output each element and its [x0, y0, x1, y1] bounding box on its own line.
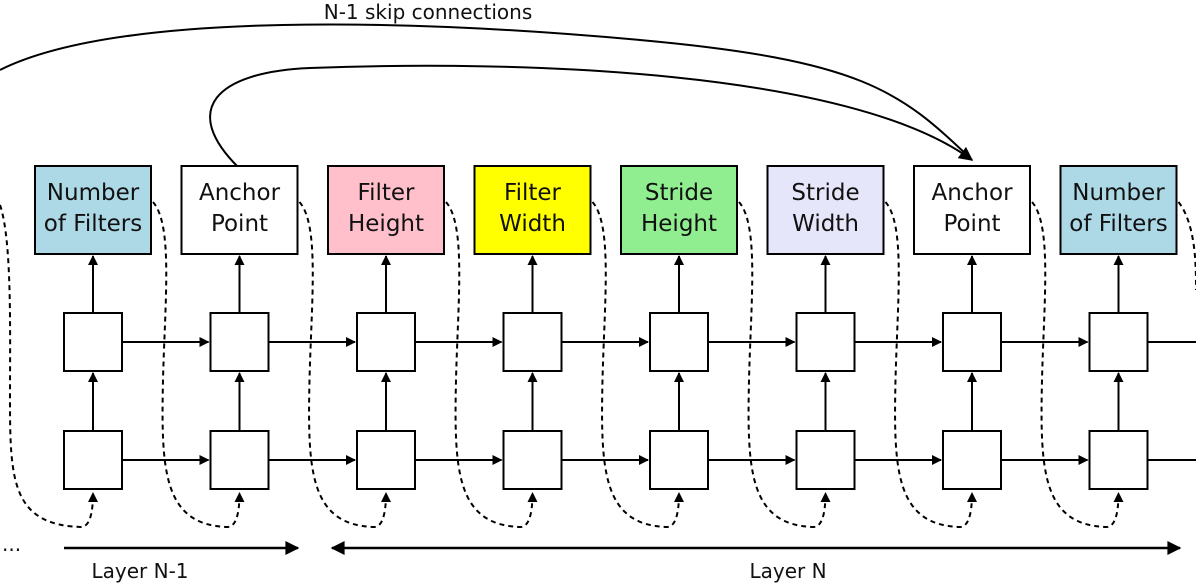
hidden-cell-upper-3 — [502, 312, 563, 372]
hidden-cell-upper-1 — [209, 312, 270, 372]
hidden-cell-upper-5 — [795, 312, 856, 372]
param-label-line2-6: Point — [943, 211, 1000, 237]
hidden-cell-upper-4 — [649, 312, 709, 372]
recurrent-connections — [122, 337, 1196, 465]
param-box-7 — [1059, 165, 1178, 255]
hidden-cell-lower-6 — [942, 430, 1002, 490]
layer-n-label: Layer N — [749, 559, 826, 583]
param-label-line2-2: Height — [348, 211, 424, 237]
param-box-3 — [473, 165, 592, 255]
param-label-line2-5: Width — [792, 211, 859, 237]
hidden-cell-lower-7 — [1088, 430, 1149, 490]
param-box-1 — [180, 165, 299, 255]
hidden-cell-upper-7 — [1088, 312, 1149, 372]
hidden-cell-lower-2 — [356, 430, 416, 490]
param-box-4 — [620, 165, 738, 255]
param-box-6 — [913, 165, 1031, 255]
param-label-line2-0: of Filters — [44, 211, 142, 237]
hidden-cell-lower-3 — [502, 430, 563, 490]
param-box-2 — [327, 165, 445, 255]
param-label-line2-1: Point — [211, 211, 268, 237]
hidden-cell-lower-1 — [209, 430, 270, 490]
skip-connection-long-arrow — [0, 23, 973, 161]
param-label-line2-4: Height — [641, 211, 717, 237]
hidden-cell-lower-0 — [63, 430, 123, 490]
feedback-arrow-incoming — [0, 204, 98, 529]
param-box-0 — [34, 165, 152, 255]
hidden-cell-lower-4 — [649, 430, 709, 490]
feedback-arrow-outgoing — [1177, 201, 1196, 290]
param-label-line1-7: Number — [1072, 180, 1165, 206]
hidden-cell-lower-5 — [795, 430, 856, 490]
hidden-cell-upper-6 — [942, 312, 1002, 372]
param-box-5 — [766, 165, 885, 255]
layer-n-minus-1-label: Layer N-1 — [91, 559, 188, 583]
param-label-line1-3: Filter — [504, 180, 562, 206]
param-label-line1-0: Number — [47, 180, 140, 206]
skip-connections-label: N-1 skip connections — [324, 0, 533, 24]
hidden-cell-upper-2 — [356, 312, 416, 372]
rnn-cells — [63, 312, 1149, 490]
ellipsis: ... — [2, 532, 21, 556]
param-label-line2-7: of Filters — [1069, 211, 1167, 237]
feed-forward-connections — [88, 255, 1124, 431]
param-label-line1-1: Anchor — [199, 180, 281, 206]
param-label-line2-3: Width — [499, 211, 566, 237]
param-label-line1-4: Stride — [645, 180, 713, 206]
hidden-cell-upper-0 — [63, 312, 123, 372]
param-label-line1-2: Filter — [358, 180, 416, 206]
skip-connection-arrow — [209, 64, 974, 169]
param-label-line1-5: Stride — [791, 180, 859, 206]
param-label-line1-6: Anchor — [931, 180, 1013, 206]
